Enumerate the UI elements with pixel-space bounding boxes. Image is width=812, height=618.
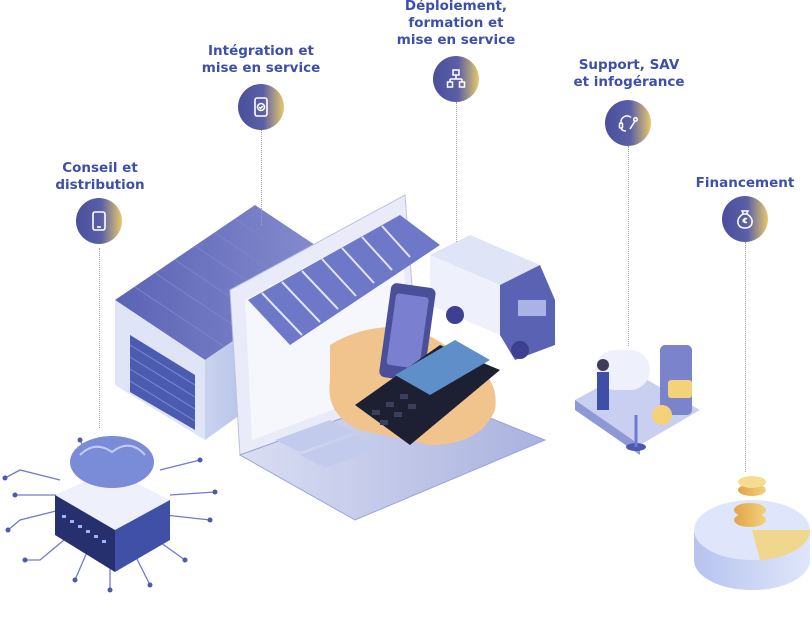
hand-devices	[329, 283, 500, 445]
support-scene	[575, 345, 700, 455]
step-node-support	[605, 100, 651, 146]
step-label-support: Support, SAV et infogérance	[573, 57, 685, 90]
coins-pie	[694, 476, 811, 590]
truck	[430, 235, 555, 360]
step-label-conseil: Conseil et distribution	[55, 160, 145, 193]
step-label-deploiement: Déploiement, formation et mise en servic…	[396, 0, 516, 48]
headset-wrench-icon	[618, 115, 639, 132]
connector-5	[745, 242, 746, 472]
tablet-check-icon	[254, 97, 268, 117]
connector-4	[628, 146, 629, 346]
step-label-financement: Financement	[695, 175, 795, 191]
connector-1	[99, 248, 100, 428]
step-node-financement	[722, 196, 768, 242]
connector-3	[456, 102, 457, 242]
brain-chip	[2, 436, 218, 593]
step-node-deploiement	[433, 56, 479, 102]
tablet-icon	[92, 211, 106, 231]
step-node-conseil	[76, 198, 122, 244]
euro-bag-icon	[737, 210, 753, 229]
step-node-integration	[238, 84, 284, 130]
network-icon	[446, 69, 466, 88]
connector-2	[261, 130, 262, 225]
step-label-integration: Intégration et mise en service	[201, 43, 321, 76]
